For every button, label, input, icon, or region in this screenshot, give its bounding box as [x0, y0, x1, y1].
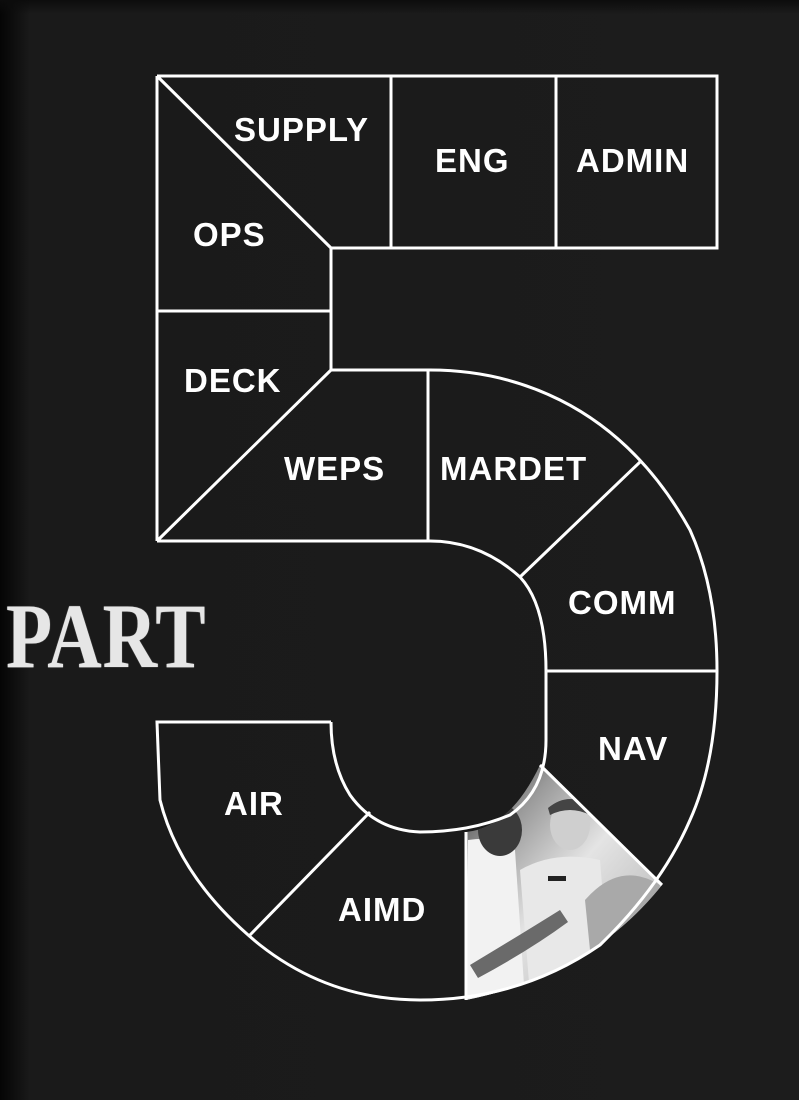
divider-mardet-comm — [518, 460, 642, 579]
label-eng: ENG — [435, 142, 510, 179]
divider-aimd-air — [248, 810, 372, 937]
label-aimd: AIMD — [338, 891, 427, 928]
label-comm: COMM — [568, 584, 677, 621]
label-deck: DECK — [184, 362, 282, 399]
diagram-lines — [155, 74, 719, 1002]
divider-nav-photo — [538, 763, 664, 887]
label-nav: NAV — [598, 730, 669, 767]
photo-officer-head — [550, 800, 590, 850]
label-mardet: MARDET — [440, 450, 588, 487]
label-admin: ADMIN — [576, 142, 690, 179]
label-weps: WEPS — [284, 450, 386, 487]
divider-ops-supply — [155, 74, 333, 250]
photo-name-tag — [548, 876, 566, 881]
photo-segment — [466, 765, 662, 1000]
label-supply: SUPPLY — [234, 111, 370, 148]
bowl-outer-edge — [155, 368, 719, 1002]
label-air: AIR — [224, 785, 284, 822]
photo-arm — [470, 910, 568, 978]
divider-deck-weps — [155, 368, 333, 543]
top-band-outline — [157, 74, 719, 250]
label-ops: OPS — [193, 216, 266, 253]
bowl-inner-edge — [157, 539, 548, 834]
part-title: PART — [6, 585, 207, 687]
page-top-edge — [0, 0, 799, 14]
